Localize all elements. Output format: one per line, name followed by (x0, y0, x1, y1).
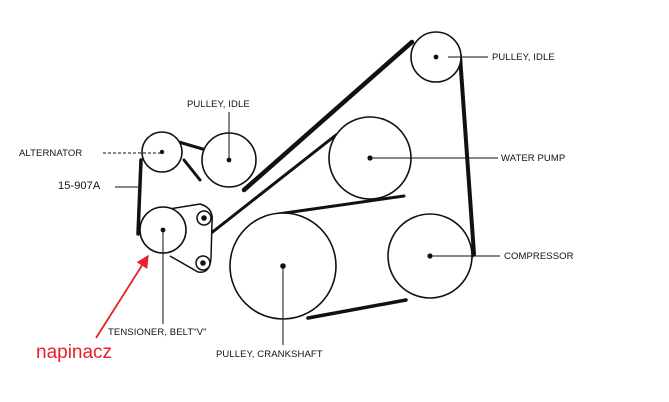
label-annotation-napinacz: napinacz (36, 342, 113, 363)
leader-lines (103, 56, 500, 345)
label-crankshaft: PULLEY, CRANKSHAFT (216, 349, 323, 360)
label-pulley-idle-top: PULLEY, IDLE (492, 52, 555, 63)
label-compressor: COMPRESSOR (504, 251, 574, 262)
annotation-arrow (95, 254, 149, 339)
label-pulley-idle-left: PULLEY, IDLE (187, 99, 250, 110)
tensioner-assembly (139, 203, 213, 273)
alternator-pulley (141, 131, 183, 173)
label-tensioner: TENSIONER, BELT"V" (108, 327, 207, 338)
label-alternator: ALTERNATOR (19, 148, 83, 159)
label-water-pump: WATER PUMP (501, 153, 566, 164)
label-part-number: 15-907A (58, 180, 101, 192)
